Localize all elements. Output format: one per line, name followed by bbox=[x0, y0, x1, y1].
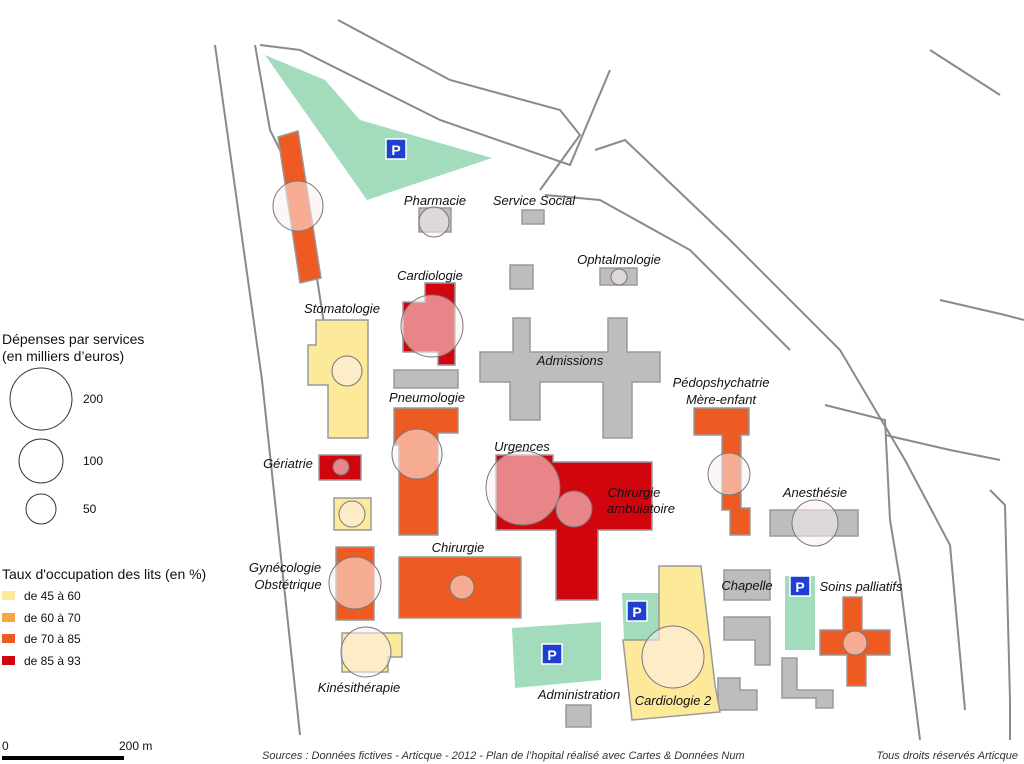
expense-circle-stomatologie bbox=[331, 355, 363, 387]
label-gyneco-2: Obstétrique bbox=[254, 577, 321, 592]
label-cardiologie: Cardiologie bbox=[397, 268, 463, 283]
svg-text:P: P bbox=[795, 579, 804, 595]
expense-circle-gynecologie bbox=[328, 556, 382, 610]
label-chirurgie-amb-1: Chirurgie bbox=[608, 485, 661, 500]
expense-circle-pedopsy bbox=[707, 452, 751, 496]
label-geriatrie: Gériatrie bbox=[263, 456, 313, 471]
parking-icon: P bbox=[385, 138, 407, 160]
legend-swatch-85-93 bbox=[2, 656, 15, 665]
label-soins-palliatifs: Soins palliatifs bbox=[819, 579, 903, 594]
road-ne bbox=[929, 49, 1001, 96]
label-kinesitherapie: Kinésithérapie bbox=[318, 680, 400, 695]
expense-circle-cardiologie bbox=[400, 294, 464, 358]
legend-circle-50 bbox=[25, 493, 57, 525]
road-north bbox=[259, 44, 611, 167]
building-chapelle bbox=[723, 569, 771, 601]
legend-occupancy-title: Taux d'occupation des lits (en %) bbox=[2, 566, 206, 582]
legend-size-100: 100 bbox=[83, 454, 103, 468]
legend-circle-100 bbox=[18, 438, 64, 484]
road-far-e bbox=[939, 299, 1024, 321]
svg-text:P: P bbox=[632, 604, 641, 620]
label-anesthesie: Anesthésie bbox=[782, 485, 847, 500]
building-cardio-annex bbox=[393, 369, 459, 389]
label-service-social: Service Social bbox=[493, 193, 576, 208]
legend-class-60-70: de 60 à 70 bbox=[24, 611, 81, 625]
road-e-branch bbox=[884, 434, 1001, 461]
legend-size-50: 50 bbox=[83, 502, 97, 516]
svg-text:P: P bbox=[547, 647, 556, 663]
label-stomatologie: Stomatologie bbox=[304, 301, 380, 316]
legend-swatch-60-70 bbox=[2, 613, 15, 622]
label-pneumologie: Pneumologie bbox=[389, 390, 465, 405]
label-admissions: Admissions bbox=[536, 353, 604, 368]
label-chirurgie-amb-2: ambulatoire bbox=[607, 501, 675, 516]
expense-circle-chirurgie bbox=[449, 574, 475, 600]
parking-area-north bbox=[265, 55, 492, 200]
expense-circle-pharmacie bbox=[418, 206, 450, 238]
expense-circles bbox=[272, 180, 868, 689]
legend-expenses-title-1: Dépenses par services bbox=[2, 331, 144, 347]
label-administration: Administration bbox=[537, 687, 620, 702]
expense-circle-pneumologie bbox=[391, 428, 443, 480]
expense-circle-soins-palliatifs bbox=[842, 630, 868, 656]
legend-swatch-45-60 bbox=[2, 591, 15, 600]
building-chapelle-annex bbox=[723, 616, 771, 666]
road-north-2 bbox=[337, 19, 582, 191]
road-east-2 bbox=[544, 194, 791, 351]
scale-end: 200 m bbox=[119, 739, 152, 753]
expense-circle-small-yellow bbox=[338, 500, 366, 528]
legend-expenses-title-2: (en milliers d’euros) bbox=[2, 348, 124, 364]
footer-sources: Sources : Données fictives - Articque - … bbox=[262, 750, 745, 762]
legend-class-45-60: de 45 à 60 bbox=[24, 589, 81, 603]
expense-circle-ophtalmologie bbox=[610, 268, 628, 286]
footer-rights: Tous droits réservés Articque bbox=[876, 750, 1018, 762]
building-service-social bbox=[521, 209, 545, 225]
road-east bbox=[594, 138, 966, 711]
legend-class-85-93: de 85 à 93 bbox=[24, 654, 81, 668]
building-admissions bbox=[479, 317, 661, 439]
legend: Dépenses par services (en milliers d’eur… bbox=[2, 331, 206, 668]
legend-size-200: 200 bbox=[83, 392, 103, 406]
service-labels: Pharmacie Service Social Ophtalmologie C… bbox=[249, 193, 903, 708]
expense-circle-west-wing bbox=[272, 180, 324, 232]
legend-class-70-85: de 70 à 85 bbox=[24, 632, 81, 646]
scale-start: 0 bbox=[2, 739, 9, 753]
roads bbox=[214, 19, 1024, 741]
road-far-se bbox=[989, 489, 1011, 740]
svg-text:P: P bbox=[391, 142, 400, 158]
label-chirurgie: Chirurgie bbox=[432, 540, 485, 555]
label-pedopsy-2: Mère-enfant bbox=[686, 392, 757, 407]
scale-bar: 0 200 m bbox=[2, 739, 152, 760]
parking-icon: P bbox=[541, 643, 563, 665]
expense-circle-kinesitherapie bbox=[340, 626, 392, 678]
legend-circle-200 bbox=[9, 367, 73, 431]
building-south-1 bbox=[717, 677, 758, 711]
expense-circle-geriatrie bbox=[332, 458, 350, 476]
building-south-2 bbox=[781, 657, 834, 709]
label-pedopsy-1: Pédopshychatrie bbox=[673, 375, 770, 390]
expense-circle-anesthesie bbox=[791, 499, 839, 547]
legend-swatch-70-85 bbox=[2, 634, 15, 643]
expense-circle-cardiologie-2 bbox=[641, 625, 705, 689]
label-chapelle: Chapelle bbox=[721, 578, 772, 593]
parking-icon: P bbox=[626, 600, 648, 622]
label-gyneco-1: Gynécologie bbox=[249, 560, 321, 575]
label-pharmacie: Pharmacie bbox=[404, 193, 466, 208]
building-administration bbox=[565, 704, 592, 728]
building-annex bbox=[509, 264, 534, 290]
parking-icons: P P P P bbox=[385, 138, 811, 665]
expense-circle-urgences bbox=[485, 450, 561, 526]
expense-circle-chirurgie-amb bbox=[555, 490, 593, 528]
parking-icon: P bbox=[789, 575, 811, 597]
label-cardiologie-2: Cardiologie 2 bbox=[635, 693, 712, 708]
road-west-outer bbox=[214, 44, 301, 736]
label-ophtalmologie: Ophtalmologie bbox=[577, 252, 661, 267]
road-se bbox=[824, 404, 921, 741]
label-urgences: Urgences bbox=[494, 439, 550, 454]
scale-bar-line bbox=[2, 756, 124, 760]
